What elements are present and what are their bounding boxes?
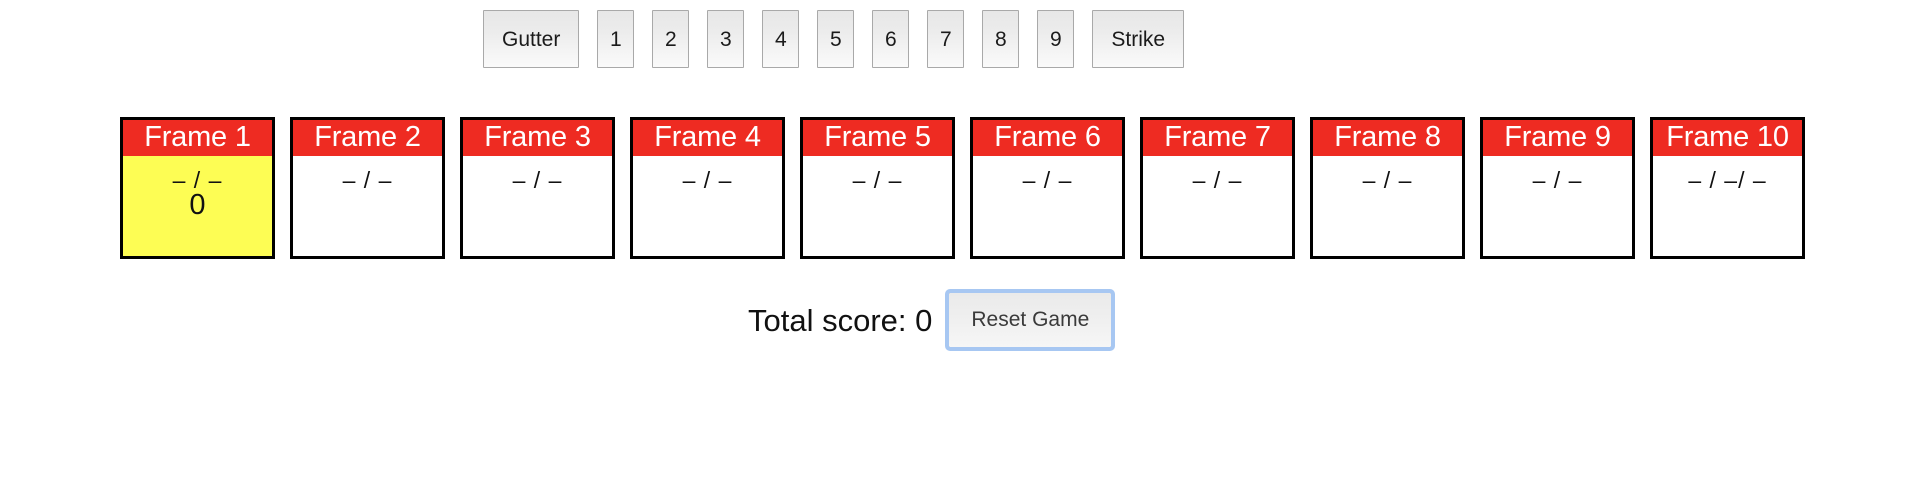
frame-body-10: – / –/ –	[1653, 156, 1802, 257]
frame-cell-10: Frame 10 – / –/ –	[1650, 117, 1805, 260]
roll-button-9[interactable]: 9	[1037, 10, 1075, 68]
frame-title-4: Frame 4	[633, 120, 782, 157]
total-score-row: Total score: 0 Reset Game	[0, 289, 1916, 352]
roll-button-3[interactable]: 3	[707, 10, 745, 68]
frame-rolls-10: – / –/ –	[1688, 167, 1767, 194]
frame-rolls-8: – / –	[1362, 167, 1413, 194]
frame-cell-4: Frame 4 – / –	[630, 117, 785, 260]
frame-rolls-2: – / –	[342, 167, 393, 194]
frame-cell-2: Frame 2 – / –	[290, 117, 445, 260]
frame-rolls-3: – / –	[512, 167, 563, 194]
frame-body-7: – / –	[1143, 156, 1292, 257]
frame-cell-3: Frame 3 – / –	[460, 117, 615, 260]
frame-cell-7: Frame 7 – / –	[1140, 117, 1295, 260]
frame-title-10: Frame 10	[1653, 120, 1802, 157]
reset-game-button[interactable]: Reset Game	[945, 289, 1116, 352]
frame-title-2: Frame 2	[293, 120, 442, 157]
frame-cell-5: Frame 5 – / –	[800, 117, 955, 260]
frame-rolls-6: – / –	[1022, 167, 1073, 194]
frame-title-1: Frame 1	[123, 120, 272, 157]
frame-rolls-1: – / –	[172, 167, 223, 194]
frame-body-3: – / –	[463, 156, 612, 257]
frame-cell-1: Frame 1– / –0	[120, 117, 275, 260]
frame-rolls-7: – / –	[1192, 167, 1243, 194]
frame-body-9: – / –	[1483, 156, 1632, 257]
frame-title-6: Frame 6	[973, 120, 1122, 157]
roll-button-1[interactable]: 1	[597, 10, 635, 68]
frame-body-1: – / –0	[123, 156, 272, 257]
frame-body-4: – / –	[633, 156, 782, 257]
frame-title-9: Frame 9	[1483, 120, 1632, 157]
frame-title-8: Frame 8	[1313, 120, 1462, 157]
frame-cell-9: Frame 9 – / –	[1480, 117, 1635, 260]
roll-button-5[interactable]: 5	[817, 10, 855, 68]
roll-button-7[interactable]: 7	[927, 10, 965, 68]
frame-cell-6: Frame 6 – / –	[970, 117, 1125, 260]
frame-title-3: Frame 3	[463, 120, 612, 157]
frame-rolls-4: – / –	[682, 167, 733, 194]
frame-title-7: Frame 7	[1143, 120, 1292, 157]
frame-body-2: – / –	[293, 156, 442, 257]
roll-button-4[interactable]: 4	[762, 10, 800, 68]
frame-body-8: – / –	[1313, 156, 1462, 257]
frame-score-1: 0	[189, 188, 206, 221]
roll-button-8[interactable]: 8	[982, 10, 1020, 68]
roll-button-strike[interactable]: Strike	[1092, 10, 1185, 68]
frame-rolls-9: – / –	[1532, 167, 1583, 194]
frame-rolls-5: – / –	[852, 167, 903, 194]
roll-button-6[interactable]: 6	[872, 10, 910, 68]
roll-button-2[interactable]: 2	[652, 10, 690, 68]
roll-button-gutter[interactable]: Gutter	[483, 10, 580, 68]
frame-title-5: Frame 5	[803, 120, 952, 157]
frame-cell-8: Frame 8 – / –	[1310, 117, 1465, 260]
frame-body-5: – / –	[803, 156, 952, 257]
frame-body-6: – / –	[973, 156, 1122, 257]
total-score-label: Total score: 0	[748, 302, 933, 338]
